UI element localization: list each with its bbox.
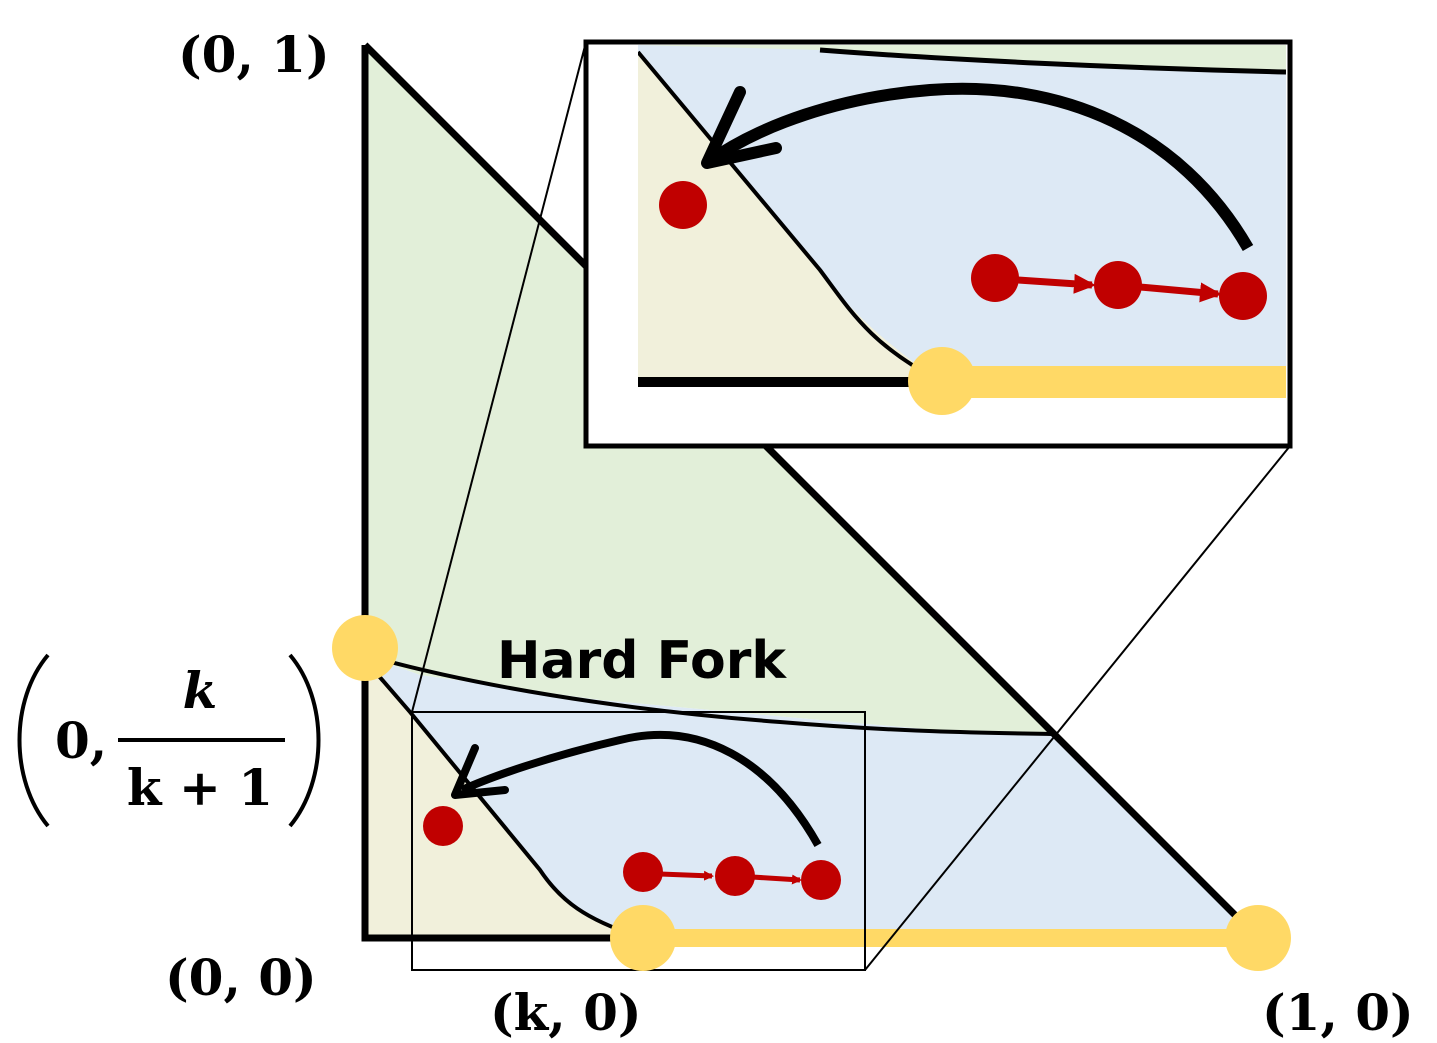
inset-red-point-outlier — [659, 181, 707, 229]
jump-arrow — [460, 730, 822, 847]
blue-region — [365, 655, 1258, 938]
red-point-2 — [715, 856, 755, 896]
yellow-marker-one — [1225, 905, 1291, 971]
zoom-connector-right — [864, 445, 1291, 971]
red-arrow-1 — [659, 870, 714, 881]
jump-arrowhead — [451, 744, 509, 799]
yellow-marker-k — [610, 905, 676, 971]
inset-red-point-3 — [1219, 272, 1267, 320]
label-k-point: (k, 0) — [490, 983, 642, 1042]
red-point-outlier — [423, 806, 463, 846]
label-one-point: (1, 0) — [1262, 983, 1414, 1042]
inset-red-arrow-2 — [1139, 282, 1222, 303]
inset-jump-arrow — [704, 82, 1254, 251]
label-left-point: 0, k k + 1 — [17, 653, 321, 828]
red-arrow-2 — [751, 874, 802, 885]
inset-red-point-1 — [971, 254, 1019, 302]
label-origin: (0, 0) — [165, 948, 317, 1007]
inset-red-point-2 — [1094, 261, 1142, 309]
zoom-connector-left — [411, 41, 587, 713]
cream-region — [365, 665, 643, 938]
hard-fork-boundary — [364, 653, 1056, 736]
yellow-marker-left — [332, 615, 398, 681]
right-paren — [288, 653, 321, 828]
triangle-outline — [361, 42, 1261, 942]
inset-frame — [583, 39, 1293, 449]
left-point-numerator: k — [183, 661, 218, 720]
inset-yellow-marker — [908, 347, 976, 415]
inset-jump-arrowhead — [701, 86, 782, 169]
inset-content — [638, 45, 1286, 398]
left-point-denominator: k + 1 — [127, 758, 273, 817]
red-point-1 — [623, 852, 663, 892]
label-top-left: (0, 1) — [178, 25, 330, 84]
left-paren — [17, 653, 50, 828]
red-point-3 — [801, 860, 841, 900]
inset-red-arrow-1 — [1017, 273, 1096, 294]
hard-fork-title: Hard Fork — [497, 631, 787, 691]
left-point-prefix: 0, — [55, 711, 107, 770]
